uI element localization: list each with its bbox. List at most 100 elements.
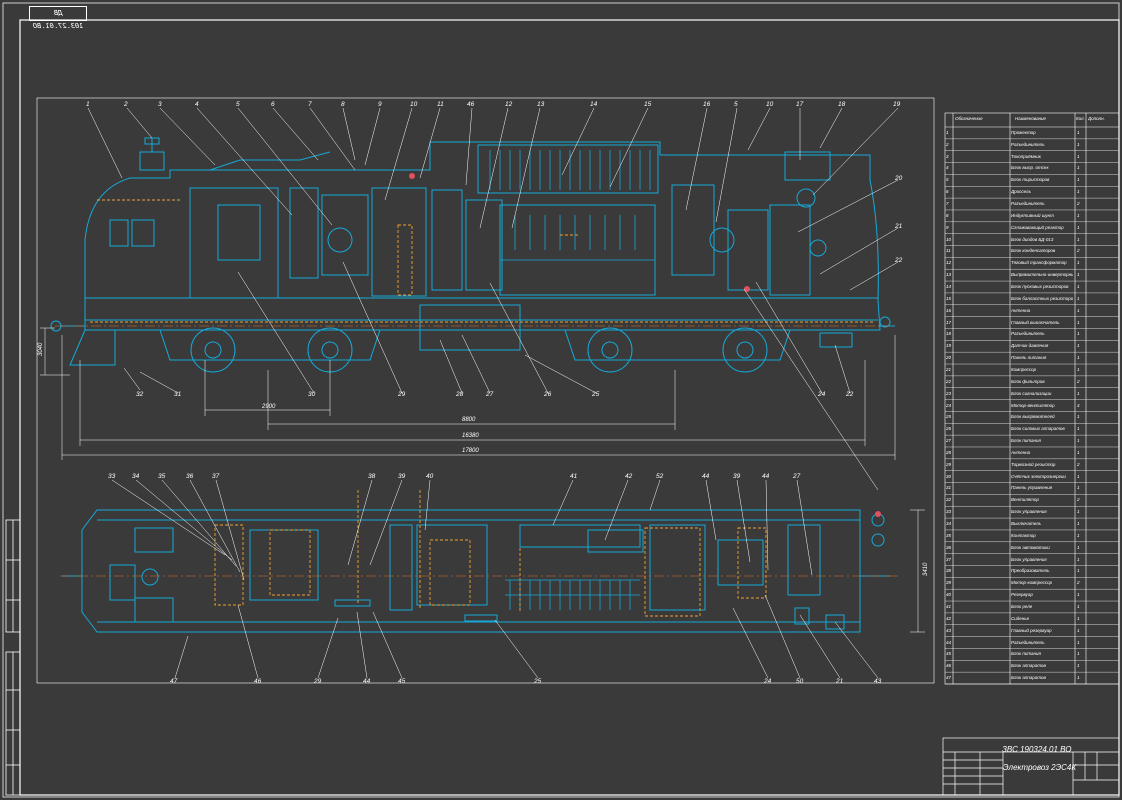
spec-cell: 1	[1077, 675, 1080, 681]
dimension-texts: 2900 8800 16380 17800 3040 3410	[38, 342, 929, 576]
spec-cell: Резервуар	[1011, 592, 1033, 598]
callout-number: 46	[254, 678, 262, 685]
spec-cell: Разъединитель	[1011, 639, 1045, 645]
spec-cell: 1	[1077, 449, 1080, 455]
spec-cell: Блок выпрямителей	[1011, 414, 1055, 420]
spec-cell: 32	[946, 497, 952, 503]
callout-number: 10	[410, 101, 418, 108]
spec-cell: Блок пусковых резисторов	[1011, 283, 1069, 289]
dim-span-left: 2900	[261, 404, 276, 410]
spec-table-rows	[945, 138, 1119, 685]
spec-cell: 1	[1077, 568, 1080, 574]
callout-number: 37	[212, 473, 220, 480]
callout-number: 17	[796, 101, 804, 108]
spec-cell: Блок выпр. отсек	[1011, 165, 1049, 171]
spec-cell: Выпрямительно-инверторный преобразовател…	[1011, 272, 1073, 278]
callout-number: 34	[132, 473, 140, 480]
callout-number: 15	[644, 101, 652, 108]
spec-table-grid	[944, 112, 1120, 685]
dimension-lines	[40, 327, 925, 633]
callout-number: 29	[313, 678, 322, 685]
spec-cell: Мотор-вентилятор	[1011, 402, 1055, 408]
spec-cell: 1	[1077, 355, 1080, 361]
spec-cell: Разъединитель	[1011, 331, 1045, 337]
spec-cell: 1	[1077, 319, 1080, 325]
callout-number: 13	[537, 101, 545, 108]
spec-cell: 26	[946, 426, 952, 432]
spec-cell: 2	[1077, 378, 1080, 384]
spec-cell: 9	[946, 224, 949, 230]
spec-cell: 15	[946, 295, 952, 301]
spec-cell: 25	[946, 414, 952, 420]
spec-cell: 8	[946, 212, 949, 218]
spec-cell: Блок силовых аппаратов	[1011, 426, 1065, 432]
spec-cell: Панель питания	[1011, 355, 1047, 361]
spec-cell: 42	[946, 615, 952, 621]
spec-cell: 29	[946, 461, 952, 467]
spec-cell: 1	[1077, 473, 1080, 479]
spec-cell: 2	[1077, 248, 1080, 254]
spec-cell: 1	[1077, 509, 1080, 515]
spec-cell: 1	[1077, 544, 1080, 550]
callout-number: 27	[485, 391, 494, 398]
callout-number: 21	[835, 678, 844, 685]
spec-cell: Контактор	[1011, 532, 1036, 538]
callout-number: 25	[591, 391, 600, 398]
callout-number: 30	[308, 391, 316, 398]
spec-cell: Преобразователь	[1011, 568, 1050, 574]
spec-cell: Блок диодов БД-013	[1011, 236, 1054, 242]
spec-cell: 2	[1077, 497, 1080, 503]
spec-cell: 44	[946, 639, 952, 645]
callout-number: 39	[398, 473, 406, 480]
callout-number: 3	[158, 101, 162, 108]
callout-number: 44	[363, 678, 371, 685]
callout-number: 11	[437, 101, 444, 108]
callout-number: 22	[845, 391, 854, 398]
callout-number: 42	[625, 473, 633, 480]
callout-number: 5	[236, 101, 240, 108]
spec-cell: 7	[946, 201, 949, 207]
spec-cell: 30	[946, 473, 952, 479]
spec-cell: 27	[946, 438, 952, 444]
dim-overall-inner: 16380	[462, 433, 479, 439]
spec-cell: 39	[946, 580, 952, 586]
spec-cell: 1	[1077, 307, 1080, 313]
spec-cell: 1	[1077, 485, 1080, 491]
spec-cell: 37	[946, 556, 952, 562]
locomotive-side-view	[50, 137, 895, 373]
spec-cell: 1	[1077, 390, 1080, 396]
spec-cell: Прожектор	[1011, 129, 1036, 135]
marker-dot	[875, 511, 881, 517]
callout-number: 16	[703, 101, 711, 108]
spec-cell: Датчик давления	[1011, 343, 1049, 349]
callout-number: 22	[894, 257, 903, 264]
hidden-lines-plan	[214, 490, 767, 617]
spec-cell: 1	[1077, 663, 1080, 669]
spec-cell: Блок автоматики	[1011, 544, 1050, 550]
spec-cell: Тяговый трансформатор	[1011, 260, 1067, 266]
spec-cell: Блок балластных резисторов	[1011, 295, 1073, 301]
spec-cell: 1	[1077, 343, 1080, 349]
spec-cell: 41	[946, 603, 952, 609]
spec-cell: Компрессор	[1011, 366, 1037, 372]
title-block	[942, 737, 1120, 796]
spec-cell: 20	[946, 355, 952, 361]
spec-cell: Блок аппаратов	[1011, 675, 1046, 681]
spec-cell: 24	[946, 402, 952, 408]
leader-lines-plan	[111, 479, 879, 679]
spec-cell: 35	[946, 532, 952, 538]
spec-cell: 1	[1077, 272, 1080, 278]
marker-dot	[744, 286, 750, 292]
callout-number: 6	[271, 101, 275, 108]
spec-cell: Тормозной резистор	[1011, 461, 1056, 467]
spec-header-cell: Наименование	[1015, 116, 1047, 121]
spec-cell: Панель управления	[1011, 485, 1053, 491]
spec-cell: 45	[946, 651, 952, 657]
callout-number: 31	[174, 391, 182, 398]
spec-cell: 10	[946, 236, 952, 242]
callout-number: 21	[894, 223, 903, 230]
callout-number: 43	[874, 678, 882, 685]
spec-cell: 36	[946, 544, 952, 550]
spec-cell: 1	[1077, 331, 1080, 337]
